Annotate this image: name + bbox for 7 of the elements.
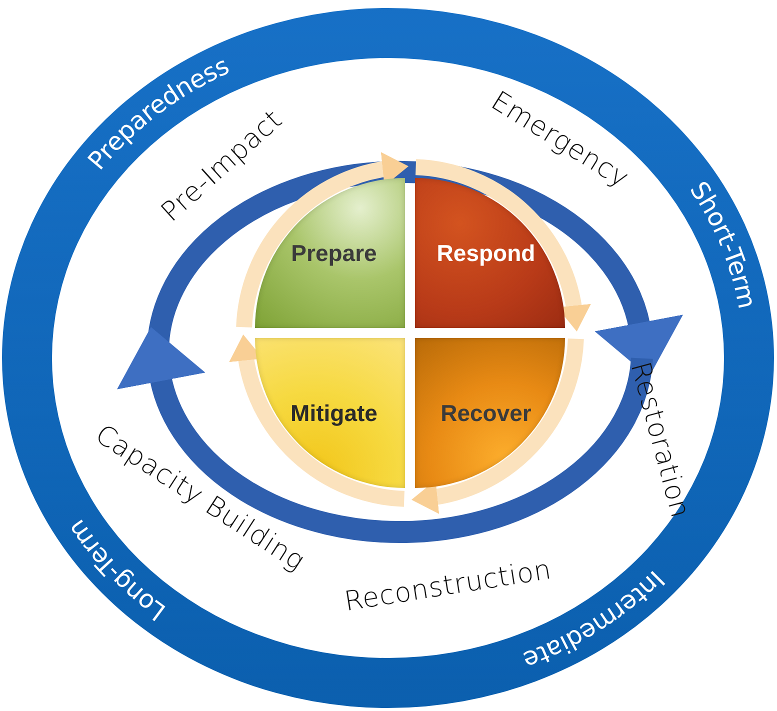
arrow bbox=[412, 338, 584, 514]
quadrant-label: Respond bbox=[436, 240, 536, 266]
quadrant-label: Recover bbox=[440, 400, 532, 426]
arrow bbox=[230, 334, 405, 507]
arrow bbox=[236, 152, 408, 328]
quadrant-label: Mitigate bbox=[290, 400, 378, 426]
quadrant-label: Prepare bbox=[291, 240, 377, 266]
